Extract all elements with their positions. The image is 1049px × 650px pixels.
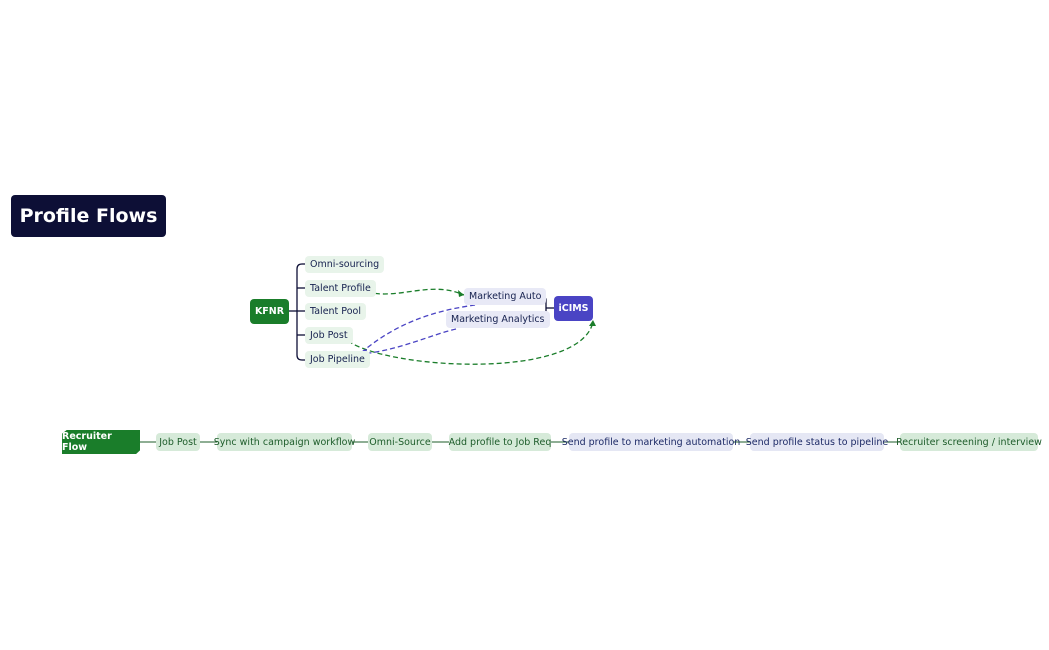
flow-step-send-marketing[interactable]: Send profile to marketing automation bbox=[562, 433, 740, 451]
branch-talent-pool[interactable]: Talent Pool bbox=[305, 303, 366, 320]
dashed-link-analytics-to-pipeline bbox=[361, 328, 457, 355]
dashed-link-talent-to-marketing bbox=[366, 288, 465, 296]
flow-step-screening[interactable]: Recruiter screening / interview bbox=[896, 433, 1042, 451]
arrowhead bbox=[589, 320, 596, 326]
flow-step-job-post[interactable]: Job Post bbox=[156, 433, 200, 451]
arrowhead bbox=[458, 290, 464, 297]
flow-step-add-profile[interactable]: Add profile to Job Req bbox=[449, 433, 551, 451]
icims-node[interactable]: iCIMS bbox=[554, 296, 593, 321]
page-title: Profile Flows bbox=[11, 195, 166, 237]
recruiter-flow-root[interactable]: Recruiter Flow bbox=[62, 430, 140, 454]
flow-step-sync-campaign[interactable]: Sync with campaign workflow bbox=[214, 433, 355, 451]
branch-job-pipeline[interactable]: Job Pipeline bbox=[305, 351, 370, 368]
marketing-analytics-node[interactable]: Marketing Analytics bbox=[446, 311, 550, 328]
flow-step-omni-source[interactable]: Omni-Source bbox=[368, 433, 432, 451]
kfnr-bracket bbox=[289, 263, 305, 361]
dashed-link-jobpost-to-icims bbox=[347, 321, 594, 365]
flow-step-send-status[interactable]: Send profile status to pipeline bbox=[746, 433, 888, 451]
kfnr-root-node[interactable]: KFNR bbox=[250, 299, 289, 324]
branch-job-post[interactable]: Job Post bbox=[305, 327, 353, 344]
branch-talent-profile[interactable]: Talent Profile bbox=[305, 280, 376, 297]
marketing-auto-node[interactable]: Marketing Auto bbox=[464, 288, 547, 305]
dashed-link-marketing-auto-to-pipeline bbox=[361, 304, 476, 353]
branch-omni-sourcing[interactable]: Omni-sourcing bbox=[305, 256, 385, 273]
